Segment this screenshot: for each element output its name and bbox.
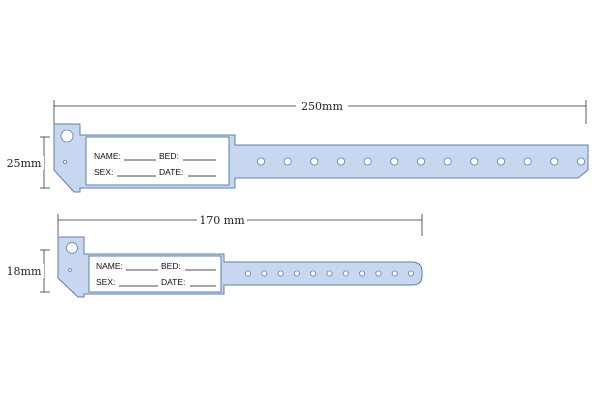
large-strap-hole (470, 157, 479, 166)
large-strap-hole (336, 157, 345, 166)
large-strap-hole (443, 157, 452, 166)
large-strap-hole (363, 157, 372, 166)
small-strap-hole (342, 270, 349, 277)
large-clasp-pin (63, 159, 68, 164)
large-length-dimension: 250mm (53, 100, 587, 124)
small-strap-hole (277, 270, 284, 277)
large-strap-hole (310, 157, 319, 166)
small-bed-field: BED: (161, 261, 181, 271)
large-name-field: NAME: (94, 151, 121, 161)
small-width-dimension: 18mm (4, 249, 50, 293)
small-strap-hole (326, 270, 333, 277)
small-clasp-pin (68, 268, 72, 272)
large-strap-hole (523, 157, 532, 166)
large-sex-field: SEX: (94, 167, 113, 177)
large-date-field: DATE: (159, 167, 183, 177)
large-strap-hole (550, 157, 559, 166)
small-strap-hole (310, 270, 317, 277)
small-name-field: NAME: (96, 261, 123, 271)
large-info-card (85, 136, 230, 186)
small-date-field: DATE: (161, 277, 185, 287)
small-length-dimension: 170 mm (57, 214, 423, 236)
large-width-label: 25mm (7, 157, 42, 170)
small-length-label: 170 mm (199, 214, 245, 227)
small-sex-field: SEX: (96, 277, 115, 287)
large-strap-hole (283, 157, 292, 166)
large-strap-hole (577, 157, 586, 166)
small-strap-hole (359, 270, 366, 277)
small-strap-hole (244, 270, 251, 277)
small-strap-holes (244, 270, 414, 277)
small-strap-hole (293, 270, 300, 277)
large-clasp-hole (60, 129, 74, 143)
large-strap-hole (416, 157, 425, 166)
large-strap-hole (390, 157, 399, 166)
small-width-label: 18mm (7, 265, 42, 278)
small-clasp-hole (66, 242, 78, 254)
small-strap-hole (375, 270, 382, 277)
large-strap-hole (256, 157, 265, 166)
small-wristband: 170 mm 18mm NAME: BED: SEX: DATE: (4, 214, 423, 298)
large-strap-hole (496, 157, 505, 166)
large-wristband: 250mm 25mm NAME: BED: SEX: DATE: (4, 100, 589, 193)
small-strap-hole (261, 270, 268, 277)
large-strap-holes (256, 157, 586, 166)
large-length-label: 250mm (301, 100, 343, 113)
large-bed-field: BED: (159, 151, 179, 161)
large-width-dimension: 25mm (4, 136, 50, 189)
small-strap-hole (391, 270, 398, 277)
small-strap-hole (407, 270, 414, 277)
